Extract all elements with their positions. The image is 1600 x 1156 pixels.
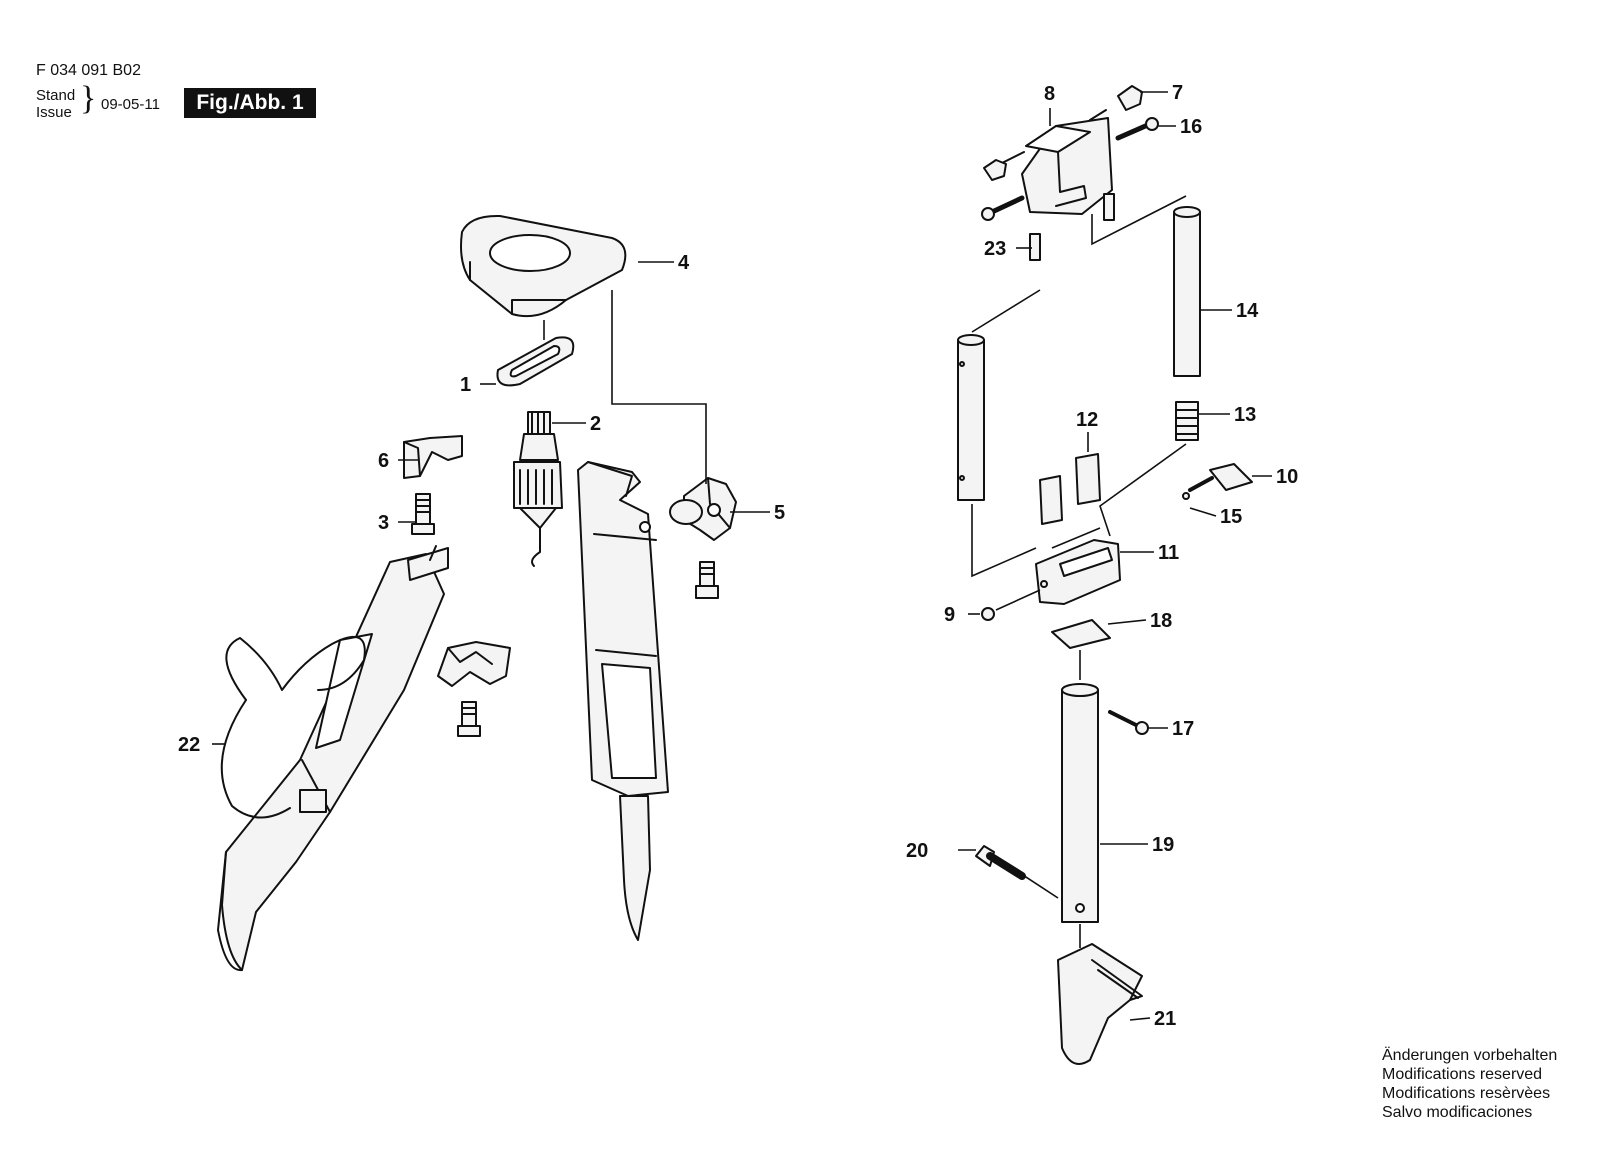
part-label-14: 14 xyxy=(1236,300,1259,322)
lower-clamp-part xyxy=(437,641,511,687)
part-label-16: 16 xyxy=(1180,116,1202,138)
part-label-21: 21 xyxy=(1154,1008,1176,1030)
screw-3-part xyxy=(411,493,435,535)
part-label-4: 4 xyxy=(678,252,690,274)
part-label-6: 6 xyxy=(378,450,389,472)
modifications-notice: Änderungen vorbehalten Modifications res… xyxy=(1382,1046,1557,1122)
coupling-housing-11-part xyxy=(1035,539,1121,605)
screw-5-part xyxy=(695,561,719,599)
document-number: F 034 091 B02 xyxy=(36,62,141,79)
part-label-7: 7 xyxy=(1172,82,1183,104)
top-clamp-block-part xyxy=(999,109,1113,215)
part-label-19: 19 xyxy=(1152,834,1174,856)
foot-21-part xyxy=(1057,943,1143,1065)
screw-17-part xyxy=(1108,710,1149,735)
part-label-8: 8 xyxy=(1044,83,1055,105)
leader-lines xyxy=(212,91,1272,1021)
issue-date: 09-05-11 xyxy=(101,96,160,113)
nut-9-part xyxy=(981,607,995,621)
washer-15-part xyxy=(1182,492,1190,500)
upper-tube-part xyxy=(1173,206,1201,377)
head-plate-part xyxy=(460,214,627,318)
part-label-22: 22 xyxy=(178,734,200,756)
part-label-12: 12 xyxy=(1076,409,1098,431)
part-label-13: 13 xyxy=(1234,404,1256,426)
notice-line-de: Änderungen vorbehalten xyxy=(1382,1047,1558,1064)
part-label-5: 5 xyxy=(774,502,785,524)
wing-screw-10-part xyxy=(1188,463,1253,492)
issue-label: Issue xyxy=(36,104,72,121)
left-tube-part xyxy=(957,334,985,501)
tripod-leg-center-part xyxy=(577,461,669,941)
brace-glyph: } xyxy=(80,80,97,117)
screw-16-part xyxy=(1115,117,1159,141)
screw-lower-clamp-part xyxy=(457,701,481,737)
cap-7-part xyxy=(1117,85,1143,111)
hinge-clamp-part xyxy=(669,477,737,541)
screw-under-block-part xyxy=(981,195,1025,221)
part-label-2: 2 xyxy=(590,413,601,435)
part-label-18: 18 xyxy=(1150,610,1172,632)
upper-clamp-part xyxy=(403,435,463,479)
part-label-17: 17 xyxy=(1172,718,1194,740)
part-label-23: 23 xyxy=(984,238,1006,260)
stand-label: Stand xyxy=(36,87,76,104)
bolt-20-part xyxy=(975,845,1026,880)
spring-clip-12-part xyxy=(1039,453,1101,525)
figure-badge: Fig./Abb. 1 xyxy=(184,88,316,118)
part-label-9: 9 xyxy=(944,604,955,626)
notice-line-es: Salvo modificaciones xyxy=(1382,1104,1533,1121)
lower-tube-19-part xyxy=(1061,683,1099,923)
tripod-leg-left-part xyxy=(217,545,449,972)
plate-18-part xyxy=(1051,619,1111,649)
spring-13-part xyxy=(1175,401,1199,441)
part-label-10: 10 xyxy=(1276,466,1298,488)
part-label-15: 15 xyxy=(1220,506,1242,528)
part-label-20: 20 xyxy=(906,840,928,862)
plumb-spindle-part xyxy=(513,411,563,567)
part-label-1: 1 xyxy=(460,374,471,396)
part-label-3: 3 xyxy=(378,512,389,534)
notice-line-fr: Modifications resèrvèes xyxy=(1382,1085,1551,1102)
cap-left-part xyxy=(983,159,1007,181)
notice-line-en: Modifications reserved xyxy=(1382,1066,1543,1083)
clip-23-part xyxy=(1029,193,1115,261)
part-label-11: 11 xyxy=(1158,542,1179,564)
slot-washer-part xyxy=(496,336,575,387)
